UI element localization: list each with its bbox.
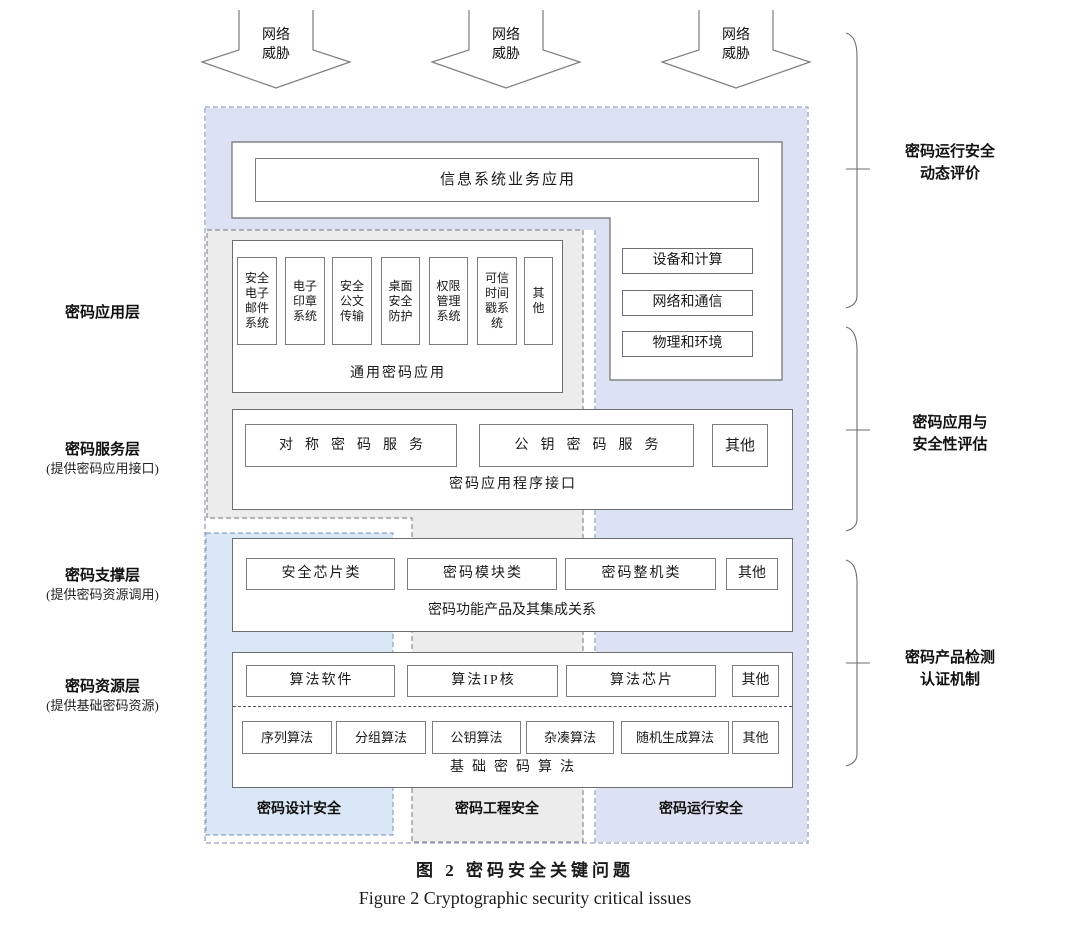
- app-box-desktop-protection: 桌面安全防护: [381, 257, 420, 345]
- hash-algorithm-box: 杂凑算法: [526, 721, 614, 754]
- brace-icon: [845, 326, 870, 532]
- publickey-crypto-service-box: 公钥密码服务: [479, 424, 694, 467]
- service-layer-caption: 密码应用程序接口: [449, 477, 577, 492]
- app-box-other: 其他: [524, 257, 553, 345]
- brace-label-product-certification: 密码产品检测 认证机制: [904, 649, 995, 688]
- brace-icon: [845, 32, 870, 309]
- env-box-device-computing: 设备和计算: [622, 248, 753, 274]
- app-box-eseal: 电子印章系统: [285, 257, 325, 345]
- zone-label-operation-security: 密码运行安全: [659, 800, 743, 816]
- support-layer-caption: 密码功能产品及其集成关系: [428, 603, 596, 618]
- general-apps-caption: 通用密码应用: [350, 366, 446, 381]
- network-threat-label: 网络 威胁: [722, 28, 750, 62]
- layer-sublabel-resource: (提供基础密码资源): [46, 698, 159, 713]
- figure-caption-zh: 图 2 密码安全关键问题: [416, 861, 634, 880]
- app-box-secure-email: 安全电子邮件系统: [237, 257, 277, 345]
- figure-caption-en: Figure 2 Cryptographic security critical…: [358, 888, 692, 908]
- random-generation-algorithm-box: 随机生成算法: [621, 721, 729, 754]
- app-box-secure-document: 安全公文传输: [332, 257, 372, 345]
- block-algorithm-box: 分组算法: [336, 721, 426, 754]
- crypto-module-box: 密码模块类: [407, 558, 557, 590]
- algorithm-chip-box: 算法芯片: [566, 665, 716, 697]
- brace-label-operation-evaluation: 密码运行安全 动态评价: [904, 143, 995, 182]
- app-box-timestamp: 可信时间戳系统: [477, 257, 517, 345]
- business-app-box: 信息系统业务应用: [255, 158, 759, 202]
- threat-arrow-icon: [430, 10, 582, 89]
- support-other-box: 其他: [726, 558, 778, 590]
- layer-sublabel-service: (提供密码应用接口): [46, 461, 159, 476]
- publickey-algorithm-box: 公钥算法: [432, 721, 521, 754]
- zone-label-design-security: 密码设计安全: [257, 800, 341, 816]
- network-threat-label: 网络 威胁: [262, 28, 290, 62]
- crypto-machine-box: 密码整机类: [565, 558, 716, 590]
- env-box-network-communication: 网络和通信: [622, 290, 753, 316]
- stream-algorithm-box: 序列算法: [242, 721, 332, 754]
- symmetric-crypto-service-box: 对称密码服务: [245, 424, 457, 467]
- operation-security-zone-border: [204, 106, 809, 844]
- layer-label-service: 密码服务层: [64, 441, 140, 458]
- resource-other-box: 其他: [732, 665, 779, 697]
- threat-arrow-icon: [660, 10, 812, 89]
- env-box-physical-environment: 物理和环境: [622, 331, 753, 357]
- service-other-box: 其他: [712, 424, 768, 467]
- layer-label-resource: 密码资源层: [64, 678, 140, 695]
- resource-layer-caption: 基础密码算法: [450, 760, 582, 775]
- algorithm-software-box: 算法软件: [246, 665, 395, 697]
- algorithm-ipcore-box: 算法IP核: [407, 665, 558, 697]
- secure-chip-box: 安全芯片类: [246, 558, 395, 590]
- layer-label-support: 密码支撑层: [64, 567, 140, 584]
- resource-layer-divider: [233, 706, 792, 707]
- threat-arrow-icon: [200, 10, 352, 89]
- layer-sublabel-support: (提供密码资源调用): [46, 587, 159, 602]
- app-box-permission-mgmt: 权限管理系统: [429, 257, 468, 345]
- brace-icon: [845, 559, 870, 767]
- network-threat-label: 网络 威胁: [492, 28, 520, 62]
- algorithm-other-box: 其他: [732, 721, 779, 754]
- zone-label-engineering-security: 密码工程安全: [455, 800, 539, 816]
- layer-label-application: 密码应用层: [64, 304, 140, 321]
- brace-label-application-assessment: 密码应用与 安全性评估: [912, 414, 988, 453]
